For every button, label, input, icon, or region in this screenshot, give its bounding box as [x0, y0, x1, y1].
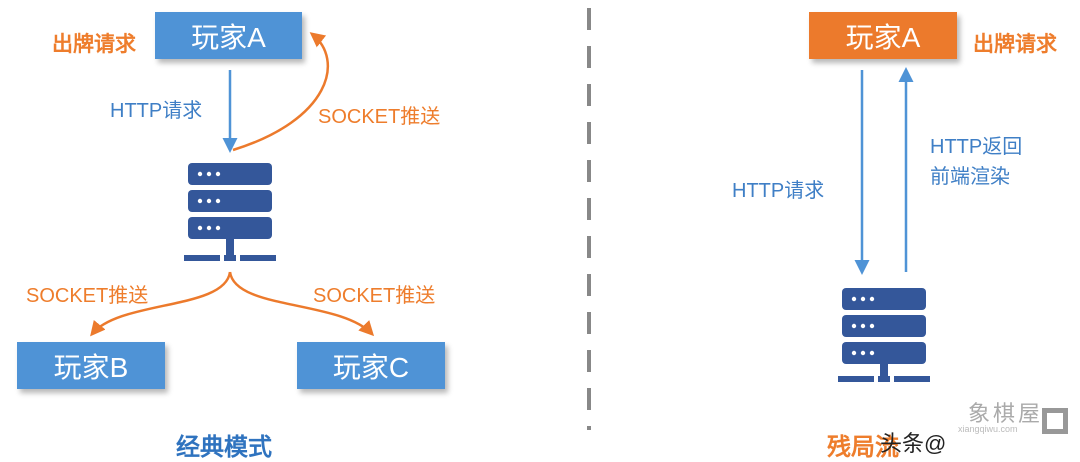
right-player-a-label: 玩家A [845, 21, 921, 53]
socket-push-arrow-c [228, 271, 375, 337]
server-icon [184, 163, 276, 261]
watermark-logo-text: 象棋屋 [968, 401, 1044, 426]
player-c-label: 玩家C [332, 351, 410, 383]
socket-push-label-b: SOCKET推送 [26, 285, 149, 307]
watermark-logo-sub: xiangqiwu.com [958, 424, 1018, 434]
player-b-label: 玩家B [53, 351, 129, 383]
player-b-box: 玩家B [17, 342, 165, 389]
right-player-a-box: 玩家A [809, 12, 957, 59]
left-play-request-label: 出牌请求 [52, 33, 136, 56]
left-title: 经典模式 [176, 434, 272, 461]
socket-push-label-a: SOCKET推送 [318, 106, 441, 128]
left-player-a-box: 玩家A [155, 12, 302, 59]
player-c-box: 玩家C [297, 342, 445, 389]
watermark-credit: 头条@ [880, 431, 947, 456]
left-player-a-label: 玩家A [191, 21, 266, 53]
socket-push-arrow-a [232, 32, 329, 152]
right-http-return-label-1: HTTP返回 [930, 136, 1023, 158]
watermark-logo-icon [1042, 408, 1068, 434]
left-http-request-label: HTTP请求 [110, 100, 203, 122]
right-server-icon [838, 288, 930, 382]
socket-push-label-c: SOCKET推送 [313, 285, 436, 307]
right-http-request-label: HTTP请求 [732, 180, 825, 202]
socket-push-arrow-b [90, 271, 232, 337]
right-play-request-label: 出牌请求 [973, 33, 1057, 56]
right-http-return-label-2: 前端渲染 [930, 166, 1010, 188]
